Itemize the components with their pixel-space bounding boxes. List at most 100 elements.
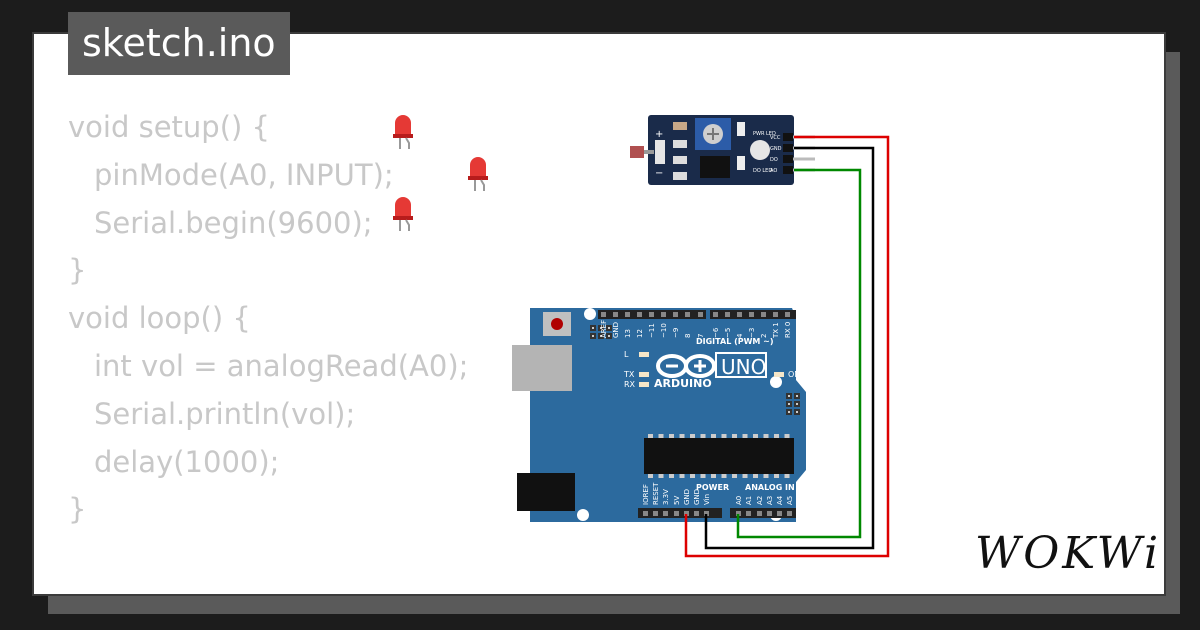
power-pin-label: RESET [652, 482, 660, 505]
code-line: Serial.begin(9600); [94, 205, 373, 240]
code-line: void loop() { [68, 301, 251, 336]
digital-pin-label: ~9 [672, 328, 680, 338]
arduino-logo [656, 354, 716, 378]
sensor-pin-gnd[interactable] [783, 144, 793, 152]
svg-text:DO LED: DO LED [753, 168, 772, 174]
code-line: Serial.println(vol); [94, 396, 356, 431]
digital-pin-label: 2 [760, 334, 768, 338]
digital-pin[interactable] [601, 312, 606, 317]
analog-pin-label: A5 [786, 496, 794, 505]
digital-pin-label: GND [612, 322, 620, 338]
digital-pin-label: RX 0 [784, 322, 792, 338]
digital-pin[interactable] [613, 312, 618, 317]
board-brand: ARDUINO [654, 377, 712, 390]
plus-mark: + [655, 129, 663, 140]
digital-pin[interactable] [661, 312, 666, 317]
digital-pin[interactable] [637, 312, 642, 317]
analog-pin-label: A4 [776, 495, 784, 505]
digital-pin[interactable] [785, 312, 790, 317]
ldr-socket [655, 140, 665, 164]
digital-pin-label: TX 1 [772, 322, 780, 339]
code-block: void setup() {pinMode(A0, INPUT);Serial.… [68, 104, 468, 534]
analog-pin-label: A3 [766, 496, 774, 505]
digital-pin-label: ~6 [712, 327, 720, 338]
analog-header-label: ANALOG IN [745, 483, 795, 492]
board-led [639, 372, 649, 377]
board-model: UNO [721, 355, 766, 379]
digital-pin-label: 13 [624, 329, 632, 338]
sensor-pin-vcc[interactable] [783, 133, 793, 141]
led-icon[interactable] [393, 115, 413, 149]
analog-pin[interactable] [777, 511, 782, 516]
comparator-chip [700, 156, 730, 178]
power-pin[interactable] [684, 511, 689, 516]
analog-pin[interactable] [757, 511, 762, 516]
digital-pin-label: ~10 [660, 323, 668, 338]
digital-pin-label: 12 [636, 329, 644, 338]
digital-pin-label: AREF [600, 320, 608, 338]
svg-text:PWR LED: PWR LED [753, 131, 776, 137]
digital-pin[interactable] [725, 312, 730, 317]
file-title-tab[interactable]: sketch.ino [68, 12, 290, 75]
atmega-chip [644, 438, 794, 474]
digital-pin[interactable] [673, 312, 678, 317]
analog-pin-label: A2 [756, 496, 764, 505]
digital-pin[interactable] [749, 312, 754, 317]
power-pin[interactable] [674, 511, 679, 516]
wokwi-logo: WOKWi [975, 528, 1162, 579]
digital-pin-label: ~5 [724, 328, 732, 338]
power-pin[interactable] [704, 511, 709, 516]
arduino-uno-board[interactable]: UNO ARDUINO DIGITAL (PWM ~) POWER ANALOG… [512, 308, 806, 522]
digital-pin-label: ~3 [748, 328, 756, 338]
ldr-photoresistor-icon [630, 146, 644, 158]
status-led [750, 140, 770, 160]
icsp-header [590, 325, 612, 339]
power-pin-label: Vin [703, 494, 711, 505]
digital-pin-label: 8 [684, 334, 692, 338]
digital-pin[interactable] [737, 312, 742, 317]
icsp-header-2 [786, 393, 800, 415]
power-pin[interactable] [643, 511, 648, 516]
digital-pin-label: 7 [697, 334, 705, 338]
digital-pin[interactable] [625, 312, 630, 317]
board-led-label: TX [623, 370, 635, 379]
power-pin-label: IOREF [642, 484, 650, 505]
analog-pin[interactable] [787, 511, 792, 516]
digital-header-label: DIGITAL (PWM ~) [696, 337, 774, 346]
power-pin-label: 5V [673, 496, 681, 505]
power-jack [517, 473, 575, 511]
minus-mark: − [655, 168, 663, 179]
board-led-label: L [624, 350, 629, 359]
power-pin[interactable] [653, 511, 658, 516]
digital-pin[interactable] [649, 312, 654, 317]
analog-pin[interactable] [736, 511, 741, 516]
sensor-pin-ao[interactable] [783, 166, 793, 174]
code-line: } [68, 253, 87, 288]
wire-vcc [684, 135, 890, 558]
sensor-pin-label: DO [770, 157, 778, 163]
power-pin-label: GND [693, 489, 701, 505]
digital-pin[interactable] [698, 312, 703, 317]
power-pin[interactable] [663, 511, 668, 516]
sensor-pin-label: GND [770, 146, 782, 152]
sensor-pin-do[interactable] [783, 155, 793, 163]
led-icon[interactable] [393, 197, 413, 231]
board-led-label: ON [788, 370, 800, 379]
wire-ao [736, 168, 862, 539]
code-line: } [68, 492, 87, 527]
digital-pin[interactable] [761, 312, 766, 317]
code-line: pinMode(A0, INPUT); [94, 157, 394, 192]
analog-pin[interactable] [746, 511, 751, 516]
power-pin[interactable] [694, 511, 699, 516]
analog-pin[interactable] [767, 511, 772, 516]
analog-pin-label: A0 [735, 496, 743, 505]
digital-pin[interactable] [773, 312, 778, 317]
usb-port [512, 345, 572, 391]
digital-pin[interactable] [685, 312, 690, 317]
led-icon[interactable] [468, 157, 488, 191]
sensor-pin-label: AO [770, 168, 777, 174]
code-line: delay(1000); [94, 444, 280, 479]
digital-pin[interactable] [713, 312, 718, 317]
